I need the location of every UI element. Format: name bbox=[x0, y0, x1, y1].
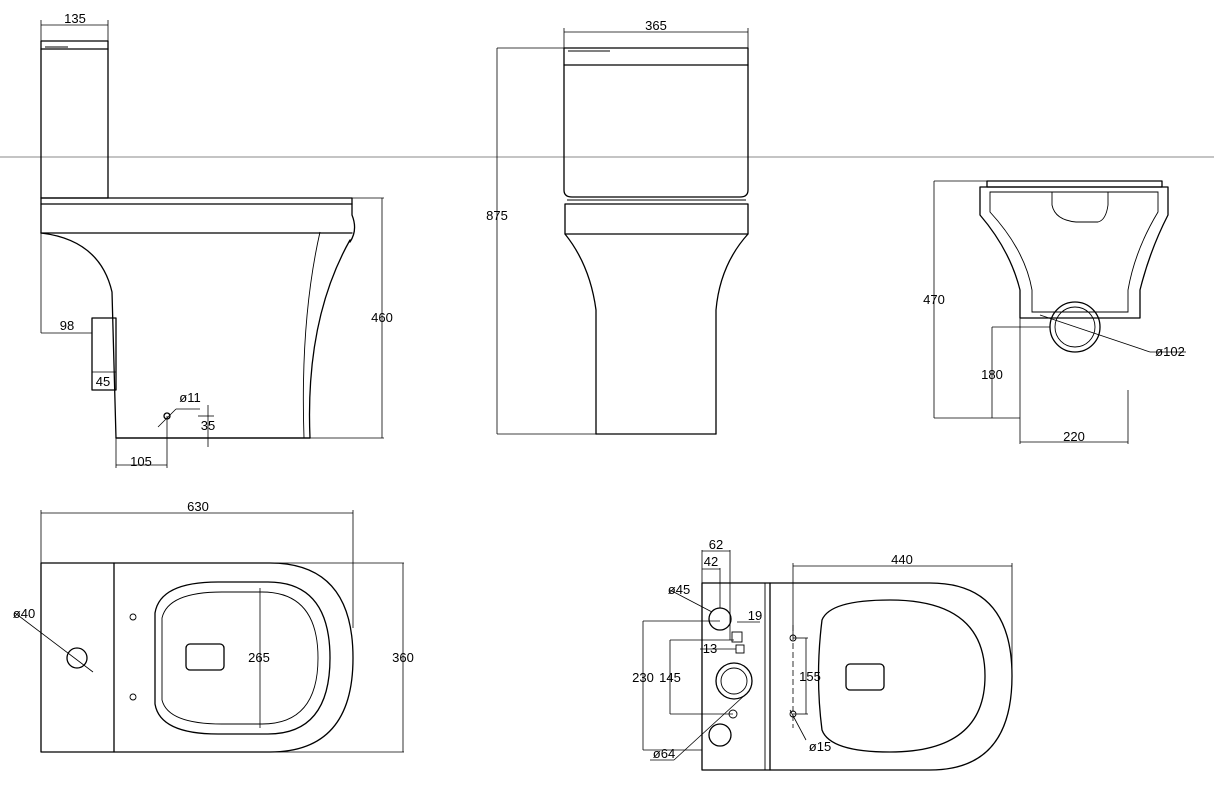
cistern-fixing-spacing-label: 155 bbox=[799, 669, 821, 684]
rear-view-dimensions bbox=[933, 180, 1129, 444]
front-view: 365 875 bbox=[486, 18, 749, 435]
side-fixing-hole-label: ø11 bbox=[179, 390, 200, 405]
cistern-bowl-length-label: 440 bbox=[891, 552, 913, 567]
cistern-offset-42-label: 42 bbox=[704, 554, 718, 569]
rear-outlet-height-label: 180 bbox=[981, 367, 1003, 382]
cistern-plan-view: 62 42 ø45 19 13 230 145 ø64 440 155 ø15 bbox=[632, 537, 1013, 771]
plan-seat-width-label: 265 bbox=[248, 650, 270, 665]
side-fixing-offset-label: 105 bbox=[130, 454, 152, 469]
plan-width-label: 360 bbox=[392, 650, 414, 665]
side-view-dimensions bbox=[40, 20, 384, 439]
cistern-dim-19-label: 19 bbox=[748, 608, 762, 623]
side-view-cistern bbox=[40, 40, 109, 199]
front-view-pan bbox=[564, 199, 749, 435]
side-tank-width-label: 135 bbox=[64, 11, 86, 26]
plan-view-outline bbox=[40, 562, 354, 753]
front-view-cistern bbox=[563, 47, 749, 198]
cistern-plan-dimensions bbox=[642, 550, 1013, 761]
cistern-offset-62-label: 62 bbox=[709, 537, 723, 552]
side-view: 135 460 98 45 ø11 35 105 bbox=[40, 11, 393, 469]
rear-outlet-diameter-label: ø102 bbox=[1155, 344, 1185, 359]
front-view-dimensions bbox=[496, 28, 749, 435]
cistern-hole-15-label: ø15 bbox=[809, 739, 831, 754]
cistern-hole-64-label: ø64 bbox=[653, 746, 675, 761]
cistern-hole-45-label: ø45 bbox=[668, 582, 690, 597]
plan-view-dimensions bbox=[40, 510, 404, 753]
plan-view-hole bbox=[14, 612, 94, 673]
plan-view: 630 360 265 ø40 bbox=[13, 499, 414, 753]
side-inlet-height-label: 45 bbox=[96, 374, 110, 389]
side-view-fixing bbox=[115, 405, 214, 468]
side-inlet-offset-label: 98 bbox=[60, 318, 74, 333]
side-fixing-depth-label: 35 bbox=[201, 418, 215, 433]
front-width-label: 365 bbox=[645, 18, 667, 33]
rear-view-outline bbox=[979, 180, 1169, 319]
front-height-label: 875 bbox=[486, 208, 508, 223]
rear-depth-label: 470 bbox=[923, 292, 945, 307]
rear-view: 470 180 ø102 220 bbox=[923, 180, 1186, 444]
rear-base-width-label: 220 bbox=[1063, 429, 1085, 444]
plan-view-seat bbox=[129, 581, 331, 735]
plan-hole-diameter-label: ø40 bbox=[13, 606, 35, 621]
side-bowl-height-label: 460 bbox=[371, 310, 393, 325]
side-view-inlet bbox=[40, 198, 117, 391]
cistern-height-145-label: 145 bbox=[659, 670, 681, 685]
cistern-dim-13-label: 13 bbox=[703, 641, 717, 656]
cistern-height-230-label: 230 bbox=[632, 670, 654, 685]
plan-length-label: 630 bbox=[187, 499, 209, 514]
